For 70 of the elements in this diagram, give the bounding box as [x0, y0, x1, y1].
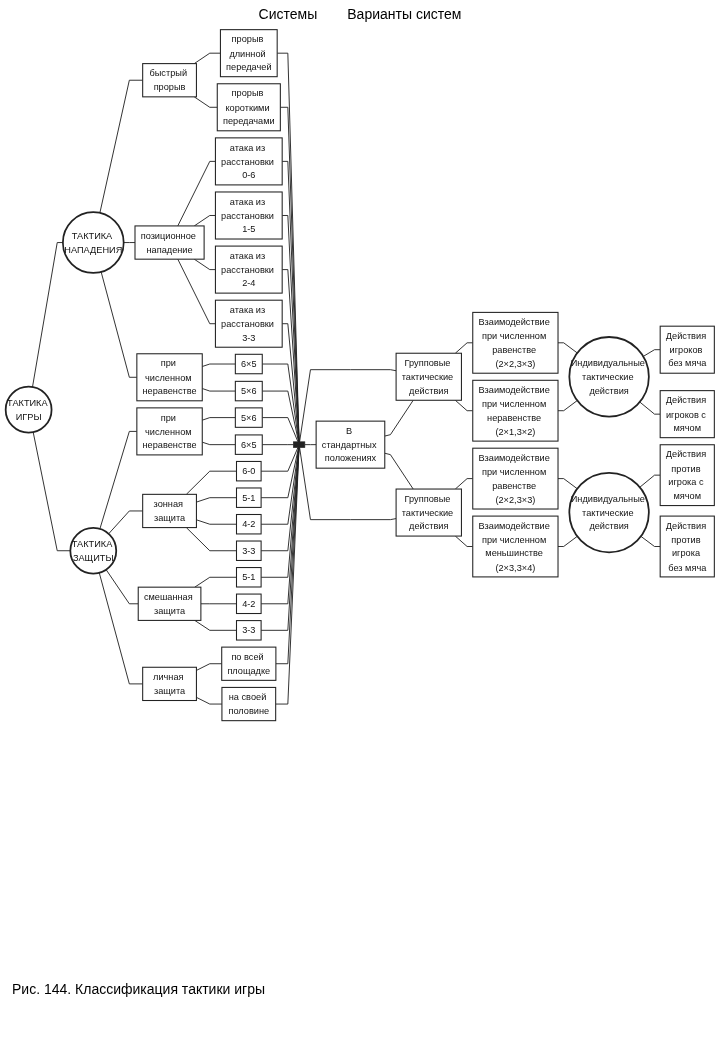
node-box: на своей половине	[221, 686, 277, 722]
node-box: 5×6	[234, 380, 263, 402]
connector	[177, 160, 216, 227]
diagram-label: Варианты систем	[347, 6, 462, 22]
connector	[299, 447, 397, 521]
node-box: Взаимодействие при численном равенстве (2×2,3×3)	[472, 447, 559, 510]
node-box: Действия против игрока без мяча	[659, 515, 715, 578]
node-box: 3-3	[235, 620, 262, 641]
connector	[299, 369, 397, 443]
node-box: 5-1	[235, 487, 262, 508]
connector	[185, 527, 237, 552]
node-box: 5-1	[235, 567, 262, 588]
node-circle: ТАКТИКА ЗАЩИТЫ	[69, 526, 118, 575]
node-box: 3-3	[235, 540, 262, 561]
connector	[642, 349, 661, 357]
node-circle: ТАКТИКА ИГРЫ	[4, 385, 53, 434]
node-box: атака из расстановки 3-3	[214, 299, 283, 348]
node-box: 6×5	[234, 353, 263, 375]
node-box: атака из расстановки 0-6	[214, 137, 283, 186]
node-box: 6-0	[235, 460, 262, 482]
diagram-label: Системы	[258, 6, 318, 22]
connector	[185, 470, 237, 495]
connector	[193, 96, 218, 108]
node-box: 4-2	[235, 513, 262, 535]
connector	[194, 619, 237, 631]
node-box: Взаимодействие при численном меньшинстве (2×3,3×4)	[472, 515, 559, 578]
connector	[193, 258, 216, 271]
connector	[384, 399, 414, 437]
connector	[639, 401, 661, 415]
connector	[639, 474, 661, 488]
node-box: личная защита	[142, 666, 197, 702]
connector	[304, 444, 317, 446]
node-box: атака из расстановки 2-4	[214, 245, 283, 294]
connector	[194, 576, 237, 588]
node-box: 6×5	[234, 434, 263, 455]
node-circle: ТАКТИКА НАПАДЕНИЯ	[62, 211, 125, 274]
connector	[640, 535, 661, 547]
node-box: Взаимодействие при численном равенстве (2×2,3×3)	[472, 311, 559, 374]
node-box: по всей площадке	[221, 646, 277, 681]
figure-caption: Рис. 144. Классификация тактики игры	[11, 980, 267, 999]
node-box: 5×6	[234, 407, 263, 428]
connector	[193, 52, 221, 65]
connector	[123, 242, 136, 243]
connector	[32, 431, 71, 552]
node-box: 4-2	[235, 593, 262, 615]
node-box: Действия против игрока с мячом	[659, 444, 715, 507]
connector	[200, 603, 237, 605]
node-box: Групповые тактические действия	[395, 488, 462, 537]
node-box: Взаимодействие при численном неравенстве (2×1,3×2)	[472, 379, 559, 442]
node-bar	[293, 441, 306, 448]
node-box: атака из расстановки 1-5	[214, 191, 283, 240]
connector	[260, 447, 300, 552]
connector	[384, 452, 414, 490]
node-box: прорыв длинной передачей	[219, 29, 278, 78]
node-box: Действия игроков без мяча	[659, 325, 715, 374]
node-box: смешанная защита	[137, 586, 202, 621]
node-box: при численном неравенстве	[136, 353, 203, 402]
node-box: при численном неравенстве	[136, 407, 203, 456]
connector	[105, 569, 139, 605]
connector	[193, 215, 216, 227]
node-box: позиционное нападение	[134, 225, 205, 260]
node-box: Действия игроков с мячом	[659, 390, 715, 439]
node-box: В стандартных положениях	[315, 420, 386, 469]
node-box: зонная защита	[142, 493, 197, 529]
node-box: Групповые тактические действия	[395, 352, 462, 401]
node-box: прорыв короткими передачами	[216, 83, 281, 132]
connector	[260, 447, 300, 578]
connector	[275, 447, 300, 705]
node-box: быстрый прорыв	[142, 63, 197, 98]
connector	[177, 258, 216, 325]
